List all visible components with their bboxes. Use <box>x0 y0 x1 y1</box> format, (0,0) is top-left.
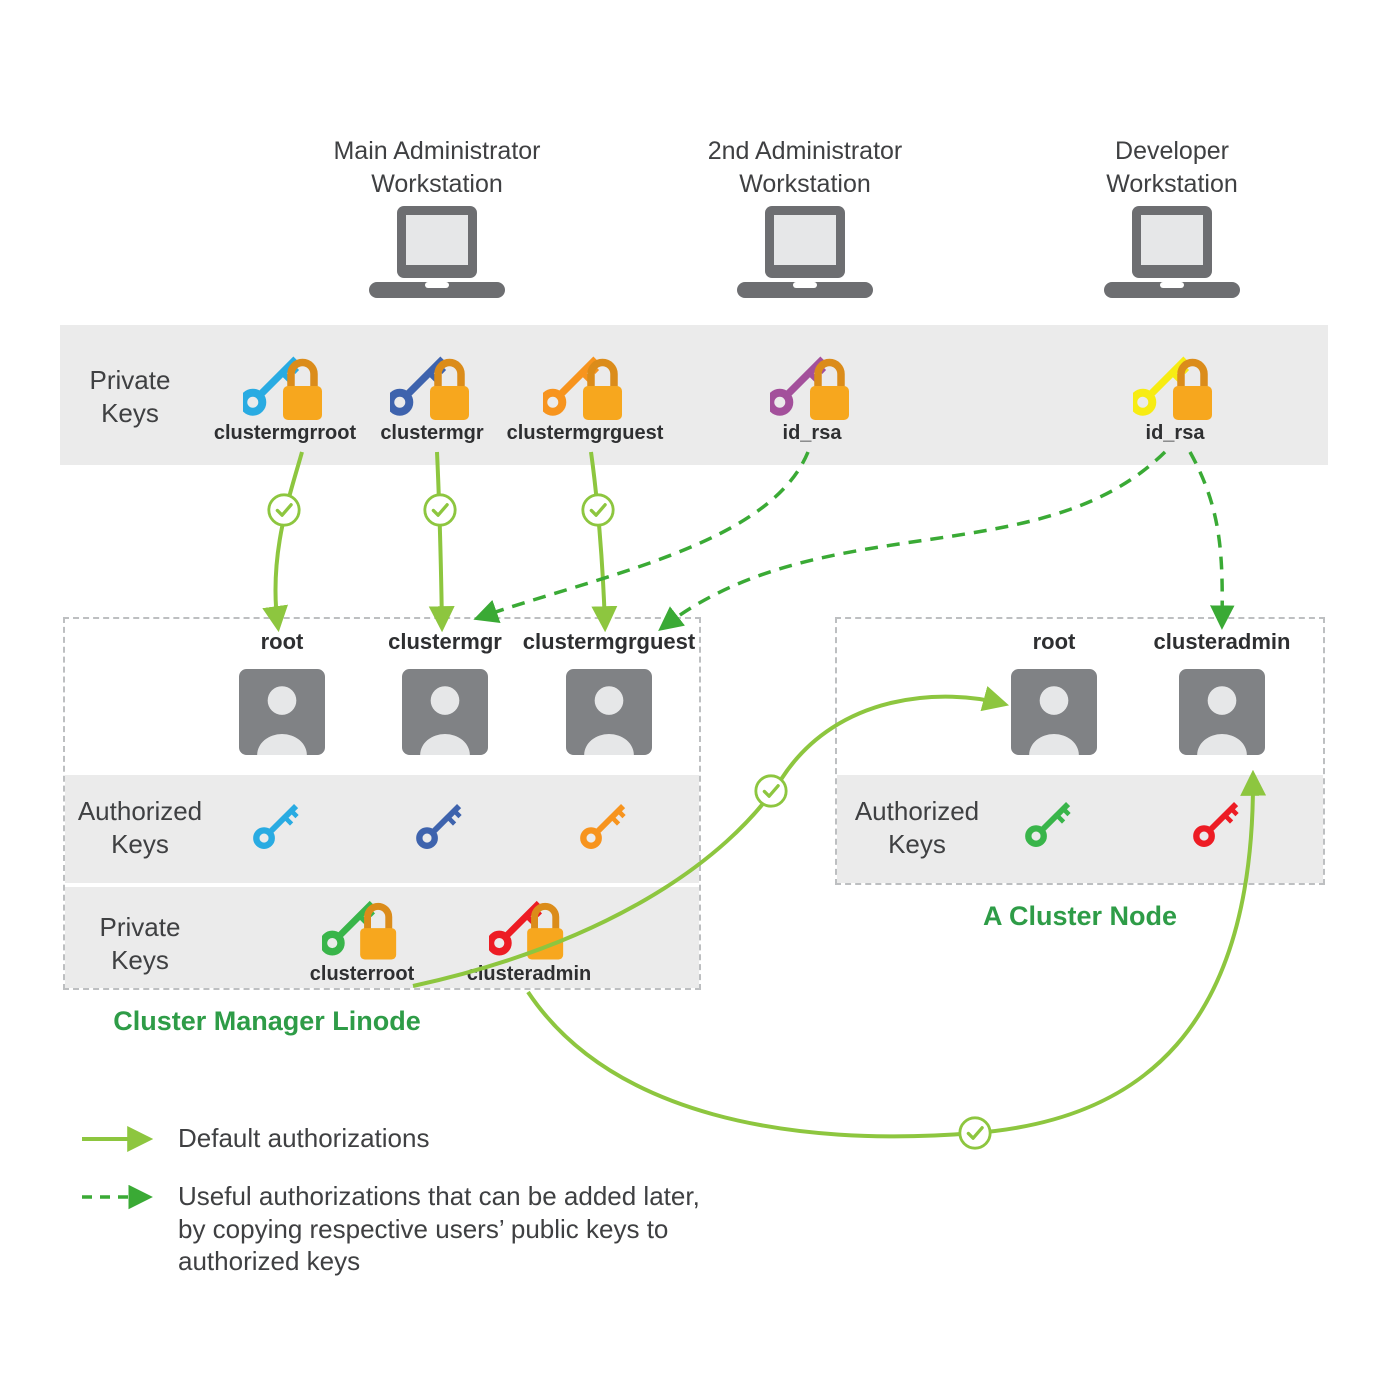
legend-dashed-label: Useful authorizations that can be added … <box>178 1181 700 1276</box>
laptop-icon-main <box>363 206 511 310</box>
private-key-clusterroot-icon <box>322 893 402 965</box>
check-icon-clustermgrguest <box>581 493 615 527</box>
cluster-manager-box: root clustermgr clustermgrguest Authoriz… <box>63 617 701 990</box>
user-clustermgrguest-icon <box>566 669 652 755</box>
arrow-idrsa2nd-to-clustermgr <box>473 451 810 624</box>
arrow-clustermgr-to-clustermgr <box>428 451 455 633</box>
private-key-clustermgrguest-label: clustermgrguest <box>506 422 664 444</box>
cluster-node-title: A Cluster Node <box>982 901 1178 931</box>
arrow-idrsadev-to-node-clusteradmin <box>1188 451 1235 630</box>
node-user-root-icon <box>1011 669 1097 755</box>
private-key-idrsa-2nd-icon <box>770 348 854 426</box>
private-key-clustermgr-label: clustermgr <box>380 422 484 444</box>
private-key-clusteradmin-icon <box>489 893 569 965</box>
user-root-icon <box>239 669 325 755</box>
private-key-clustermgr-icon <box>390 348 474 426</box>
authorized-key-cyan-icon <box>252 801 314 859</box>
user-clustermgr-label: clustermgr <box>388 629 502 654</box>
arrow-idrsadev-to-clustermgrguest <box>658 450 1167 632</box>
private-key-clustermgrguest-icon <box>543 348 627 426</box>
check-icon-root <box>267 493 301 527</box>
arrow-clustermgrroot-to-root <box>262 451 304 633</box>
node-user-root-label: root <box>1032 629 1076 654</box>
workstation-label-main: Main Administrator Workstation <box>333 137 541 198</box>
private-keys-band <box>60 325 1328 465</box>
workstation-label-2nd: 2nd Administrator Workstation <box>707 137 903 198</box>
laptop-icon-developer <box>1098 206 1246 310</box>
arrow-clustermgrguest-to-clustermgrguest <box>589 451 618 633</box>
authorized-key-orange-icon <box>579 801 641 859</box>
node-authorized-key-green-icon <box>1024 799 1086 857</box>
node-user-clusteradmin-icon <box>1179 669 1265 755</box>
authorized-key-blue-icon <box>415 801 477 859</box>
private-key-idrsa-dev-icon <box>1133 348 1217 426</box>
private-key-clusteradmin-label: clusteradmin <box>466 963 592 985</box>
user-clustermgrguest-label: clustermgrguest <box>522 629 696 654</box>
legend-solid-label: Default authorizations <box>178 1123 430 1153</box>
node-user-clusteradmin-label: clusteradmin <box>1153 629 1291 654</box>
node-authorized-key-red-icon <box>1192 799 1254 857</box>
workstation-label-developer: Developer Workstation <box>1106 137 1238 198</box>
check-icon-node-root <box>754 774 788 808</box>
private-key-clustermgrroot-icon <box>243 348 327 426</box>
laptop-icon-2nd <box>731 206 879 310</box>
cluster-node-box: root clusteradmin Authorized Keys <box>835 617 1325 885</box>
manager-authorized-keys-label: Authorized Keys <box>77 796 203 859</box>
private-key-clusterroot-label: clusterroot <box>309 963 415 985</box>
check-icon-node-clusteradmin <box>958 1116 992 1150</box>
cluster-manager-title: Cluster Manager Linode <box>113 1006 421 1036</box>
private-key-clustermgrroot-label: clustermgrroot <box>213 422 357 444</box>
private-keys-band-label: Private Keys <box>89 365 171 428</box>
node-authorized-keys-label: Authorized Keys <box>854 796 980 859</box>
manager-private-keys-label: Private Keys <box>99 912 181 975</box>
user-clustermgr-icon <box>402 669 488 755</box>
private-key-idrsa-2nd-label: id_rsa <box>782 422 842 444</box>
check-icon-clustermgr <box>423 493 457 527</box>
user-root-label: root <box>260 629 304 654</box>
private-key-idrsa-dev-label: id_rsa <box>1145 422 1205 444</box>
